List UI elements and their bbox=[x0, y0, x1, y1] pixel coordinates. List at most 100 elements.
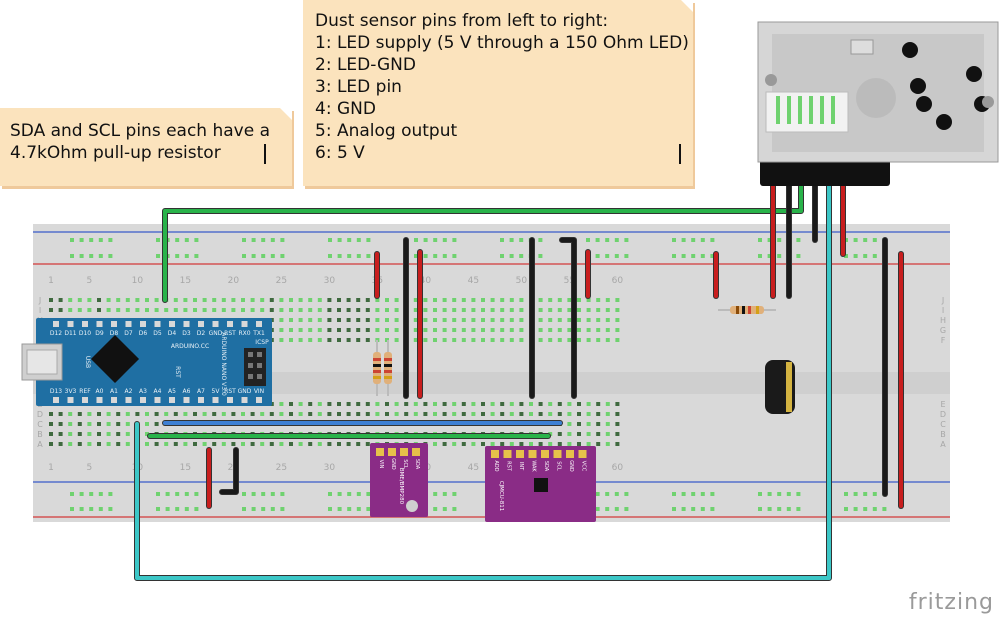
rail-hole bbox=[79, 254, 84, 258]
breadboard-hole bbox=[356, 328, 361, 332]
connector-pin bbox=[820, 96, 824, 124]
breadboard-hole bbox=[577, 442, 581, 446]
breadboard-hole bbox=[471, 412, 476, 416]
breadboard-hole bbox=[596, 298, 601, 302]
breadboard-hole bbox=[413, 402, 418, 406]
breadboard-hole bbox=[548, 328, 553, 332]
resistor-band bbox=[736, 306, 739, 314]
column-number: 5 bbox=[87, 463, 93, 473]
bme280-label: BME/BMP280 bbox=[398, 468, 404, 505]
breadboard-hole bbox=[116, 308, 121, 312]
breadboard-hole bbox=[308, 328, 313, 332]
breadboard-hole bbox=[183, 442, 188, 446]
rail-hole bbox=[853, 254, 858, 258]
ccs811-label: CJMCU-811 bbox=[498, 481, 504, 512]
rail-hole bbox=[605, 492, 610, 496]
breadboard-hole bbox=[327, 442, 332, 446]
pullup-note-line-2: 4.7kOhm pull-up resistor bbox=[10, 143, 221, 163]
breadboard-hole bbox=[97, 442, 101, 446]
rail-hole bbox=[89, 492, 94, 496]
breadboard-hole bbox=[500, 338, 505, 342]
rail-hole bbox=[175, 238, 180, 242]
breadboard-hole bbox=[433, 298, 437, 302]
arduino-pin-label: A5 bbox=[168, 388, 176, 395]
column-number: 40 bbox=[420, 276, 432, 286]
breadboard-hole bbox=[289, 442, 293, 446]
breadboard-hole bbox=[481, 442, 485, 446]
breadboard-hole bbox=[77, 412, 82, 416]
breadboard-hole bbox=[279, 308, 284, 312]
breadboard-hole bbox=[481, 318, 485, 322]
breadboard-hole bbox=[68, 308, 73, 312]
breadboard-hole bbox=[106, 422, 111, 426]
breadboard-hole bbox=[289, 318, 293, 322]
breadboard-hole bbox=[337, 298, 341, 302]
connector-pin bbox=[831, 96, 835, 124]
breadboard-hole bbox=[365, 298, 370, 302]
breadboard-hole bbox=[423, 318, 428, 322]
rail-hole bbox=[767, 492, 772, 496]
breadboard-hole bbox=[337, 318, 341, 322]
arduino-pin bbox=[67, 397, 74, 403]
breadboard-hole bbox=[615, 422, 620, 426]
breadboard-hole bbox=[145, 412, 149, 416]
breadboard-hole bbox=[346, 298, 351, 302]
breadboard-hole bbox=[605, 402, 610, 406]
rail-hole bbox=[758, 238, 762, 242]
breadboard-hole bbox=[346, 328, 351, 332]
rail-hole bbox=[595, 492, 600, 496]
column-number: 10 bbox=[132, 276, 144, 286]
breadboard-hole bbox=[452, 402, 457, 406]
breadboard-hole bbox=[500, 318, 505, 322]
row-letter: I bbox=[39, 306, 41, 315]
rail-hole bbox=[700, 507, 705, 511]
rail-hole bbox=[700, 238, 705, 242]
breadboard-hole bbox=[461, 298, 466, 302]
rail-hole bbox=[194, 254, 199, 258]
breadboard-hole bbox=[442, 328, 447, 332]
arduino-pin bbox=[198, 397, 204, 403]
module-pin-label: GND bbox=[568, 460, 574, 472]
column-number: 50 bbox=[516, 276, 528, 286]
breadboard-hole bbox=[116, 412, 121, 416]
breadboard-hole bbox=[605, 412, 610, 416]
breadboard-hole bbox=[413, 298, 418, 302]
arduino-pin bbox=[96, 321, 103, 327]
rail-hole bbox=[786, 507, 791, 511]
breadboard-hole bbox=[346, 308, 351, 312]
breadboard-hole bbox=[423, 298, 428, 302]
resistor-band bbox=[384, 370, 392, 373]
arduino-pin-label: A1 bbox=[110, 388, 118, 395]
breadboard-hole bbox=[567, 422, 572, 426]
breadboard-hole bbox=[586, 318, 591, 322]
arduino-pin bbox=[227, 397, 233, 403]
rail-hole bbox=[79, 492, 84, 496]
breadboard-hole bbox=[404, 402, 409, 406]
breadboard-hole bbox=[567, 308, 572, 312]
breadboard-hole bbox=[308, 318, 313, 322]
breadboard-hole bbox=[557, 308, 562, 312]
screw-icon bbox=[982, 96, 994, 108]
rail-hole bbox=[175, 254, 180, 258]
row-letter: A bbox=[940, 440, 946, 449]
module-pin-label: INT bbox=[518, 462, 524, 471]
breadboard-hole bbox=[308, 442, 313, 446]
arduino-pin-label: D9 bbox=[95, 330, 104, 337]
breadboard-hole bbox=[202, 442, 207, 446]
breadboard-hole bbox=[442, 298, 447, 302]
module-pin bbox=[541, 450, 549, 458]
rail-hole bbox=[242, 254, 246, 258]
breadboard-hole bbox=[97, 422, 101, 426]
breadboard-hole bbox=[154, 308, 159, 312]
rail-hole bbox=[700, 492, 705, 496]
resistor bbox=[373, 352, 381, 384]
breadboard-hole bbox=[577, 328, 581, 332]
breadboard-hole bbox=[452, 442, 457, 446]
breadboard-hole bbox=[394, 402, 399, 406]
breadboard-hole bbox=[452, 328, 457, 332]
breadboard-hole bbox=[509, 328, 514, 332]
breadboard-hole bbox=[461, 318, 466, 322]
breadboard-hole bbox=[68, 422, 73, 426]
resistor-band bbox=[756, 306, 759, 314]
